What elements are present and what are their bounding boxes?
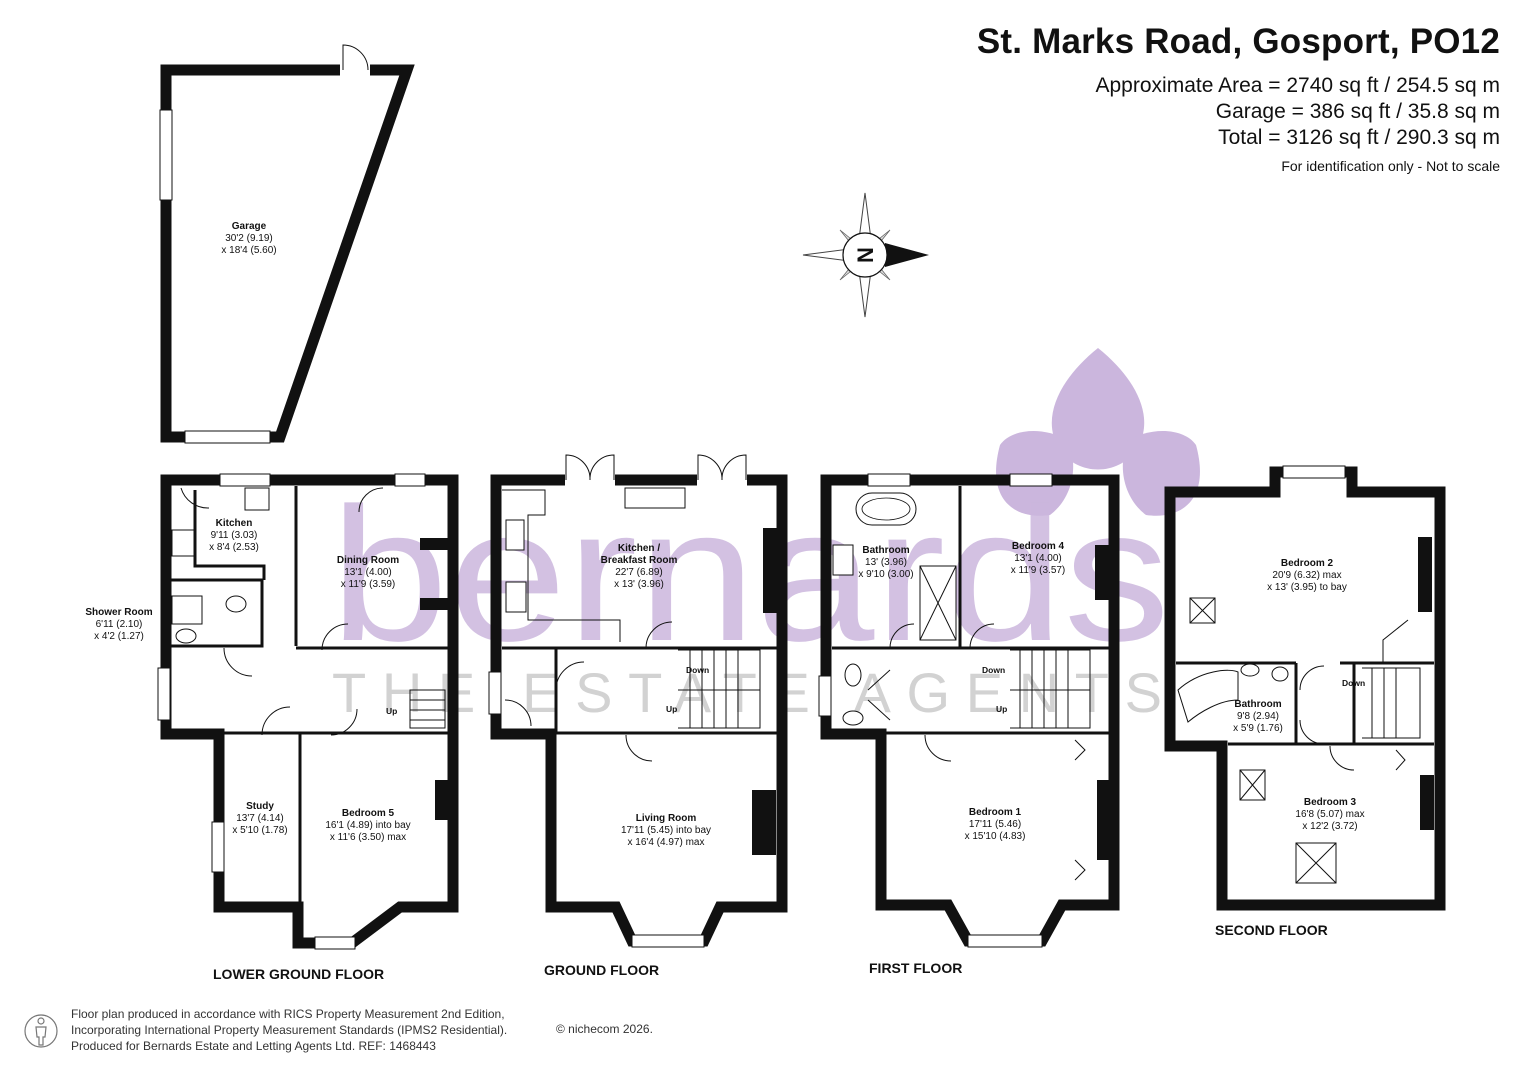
bathroom-1-dim2: x 9'10 (3.00) [858, 569, 913, 580]
living-room-label: Living Room [636, 813, 697, 824]
bedroom-1-dim1: 17'11 (5.46) [969, 819, 1021, 830]
study-label: Study [246, 801, 274, 812]
shower-room-dim2: x 4'2 (1.27) [94, 631, 144, 642]
garage-dim1: 30'2 (9.19) [225, 233, 273, 244]
dining-room-dim1: 13'1 (4.00) [344, 567, 392, 578]
kitchen-label: Kitchen [216, 518, 253, 529]
ground-stairs-down: Down [686, 665, 709, 675]
kitchen-breakfast-dim2: x 13' (3.96) [614, 579, 664, 590]
dining-room-label: Dining Room [337, 555, 399, 566]
bedroom-3-dim2: x 12'2 (3.72) [1302, 821, 1357, 832]
bathroom-2-dim1: 9'8 (2.94) [1237, 711, 1279, 722]
scale-note: For identification only - Not to scale [1281, 158, 1500, 174]
compass: N [802, 192, 929, 318]
bedroom-4-dim2: x 11'9 (3.57) [1011, 565, 1066, 576]
second-floor-title: SECOND FLOOR [1215, 922, 1328, 938]
first-floor-plan: Down Up Bathroom 13' (3.96) x 9'10 (3.00… [818, 473, 1120, 976]
lower-ground-floor-plan: Up Kitchen 9'11 (3.03) x 8'4 (2.53) Dini… [85, 473, 459, 982]
first-floor-title: FIRST FLOOR [869, 960, 962, 976]
bedroom-2-label: Bedroom 2 [1281, 558, 1334, 569]
study-dim1: 13'7 (4.14) [236, 813, 284, 824]
ground-stairs-up: Up [666, 704, 677, 714]
bedroom-3-label: Bedroom 3 [1304, 797, 1357, 808]
bathroom-2-label: Bathroom [1234, 699, 1281, 710]
footer-line-1: Floor plan produced in accordance with R… [71, 1007, 505, 1021]
first-stairs-down: Down [982, 665, 1005, 675]
study-dim2: x 5'10 (1.78) [232, 825, 287, 836]
page-title: St. Marks Road, Gosport, PO12 [976, 22, 1500, 61]
kitchen-breakfast-dim1: 22'7 (6.89) [615, 567, 663, 578]
approximate-area: Approximate Area = 2740 sq ft / 254.5 sq… [1095, 74, 1501, 97]
kitchen-dim2: x 8'4 (2.53) [209, 542, 259, 553]
kitchen-breakfast-label-2: Breakfast Room [601, 555, 678, 566]
footer-line-3: Produced for Bernards Estate and Letting… [71, 1039, 436, 1053]
bathroom-2-dim2: x 5'9 (1.76) [1233, 723, 1283, 734]
living-room-dim2: x 16'4 (4.97) max [628, 837, 705, 848]
watermark-petals-icon [996, 348, 1200, 516]
footer-line-2: Incorporating International Property Mea… [71, 1023, 508, 1037]
bedroom-5-dim1: 16'1 (4.89) into bay [325, 820, 410, 831]
bedroom-5-dim2: x 11'6 (3.50) max [330, 832, 406, 843]
kitchen-dim1: 9'11 (3.03) [211, 530, 258, 541]
watermark-logo: bernards THE ESTATE AGENTS [330, 348, 1200, 724]
ground-floor-title: GROUND FLOOR [544, 962, 659, 978]
bedroom-5-label: Bedroom 5 [342, 808, 395, 819]
bathroom-1-dim1: 13' (3.96) [865, 557, 907, 568]
kitchen-breakfast-label: Kitchen / [618, 543, 660, 554]
ground-floor-plan: Down Up Kitchen / Breakfast Room 22'7 (6… [488, 454, 788, 978]
lower-ground-floor-title: LOWER GROUND FLOOR [213, 966, 384, 982]
bedroom-4-dim1: 13'1 (4.00) [1014, 553, 1062, 564]
first-stairs-up: Up [996, 704, 1007, 714]
watermark-tagline: THE ESTATE AGENTS [332, 661, 1162, 724]
lower-ground-stairs-up: Up [386, 706, 397, 716]
person-scale-icon [24, 1014, 58, 1048]
garage-plan: Garage 30'2 (9.19) x 18'4 (5.60) [159, 44, 415, 444]
garage-label: Garage [232, 221, 267, 232]
shower-room-dim1: 6'11 (2.10) [96, 619, 143, 630]
footer-text: Floor plan produced in accordance with R… [71, 1006, 507, 1054]
copyright: © nichecom 2026. [556, 1022, 653, 1036]
bedroom-3-dim1: 16'8 (5.07) max [1295, 809, 1364, 820]
bathroom-1-label: Bathroom [862, 545, 909, 556]
total-area: Total = 3126 sq ft / 290.3 sq m [1218, 126, 1500, 149]
watermark-brand: bernards [330, 469, 1170, 681]
shower-room-label: Shower Room [85, 607, 152, 618]
living-room-dim1: 17'11 (5.45) into bay [621, 825, 711, 836]
garage-dim2: x 18'4 (5.60) [221, 245, 276, 256]
bedroom-2-dim1: 20'9 (6.32) max [1272, 570, 1341, 581]
compass-north-label: N [853, 247, 878, 263]
second-stairs-down: Down [1342, 678, 1365, 688]
garage-area: Garage = 386 sq ft / 35.8 sq m [1215, 100, 1500, 123]
second-floor-plan: Down Bedroom 2 20'9 (6.32) max x 13' (3.… [1164, 465, 1446, 938]
bedroom-1-label: Bedroom 1 [969, 807, 1022, 818]
bedroom-4-label: Bedroom 4 [1012, 541, 1065, 552]
dining-room-dim2: x 11'9 (3.59) [341, 579, 396, 590]
bedroom-2-dim2: x 13' (3.95) to bay [1267, 582, 1347, 593]
bedroom-1-dim2: x 15'10 (4.83) [965, 831, 1026, 842]
